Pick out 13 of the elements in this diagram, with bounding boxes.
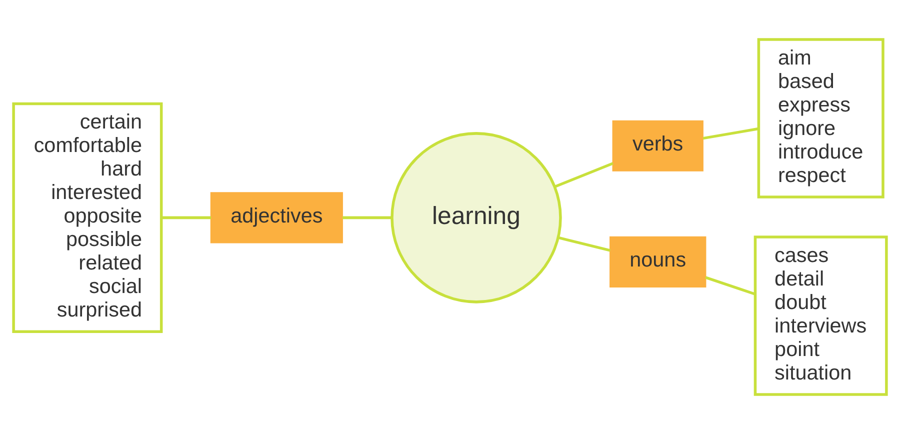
node-box: cases detail doubt interviews point situation bbox=[754, 236, 888, 396]
connector bbox=[705, 276, 756, 296]
connector bbox=[161, 216, 212, 220]
node-circle: learning bbox=[390, 132, 562, 304]
node-box: certain comfortable hard interested opposite possible related social surprised bbox=[12, 102, 163, 334]
node-box: aim based express ignore introduce respect bbox=[757, 38, 884, 198]
node-box: nouns bbox=[610, 236, 706, 288]
node-box: adjectives bbox=[210, 192, 343, 244]
connector bbox=[558, 236, 610, 252]
connector bbox=[342, 216, 392, 220]
connector bbox=[702, 127, 759, 140]
node-box: verbs bbox=[612, 120, 704, 172]
connector bbox=[554, 162, 614, 188]
